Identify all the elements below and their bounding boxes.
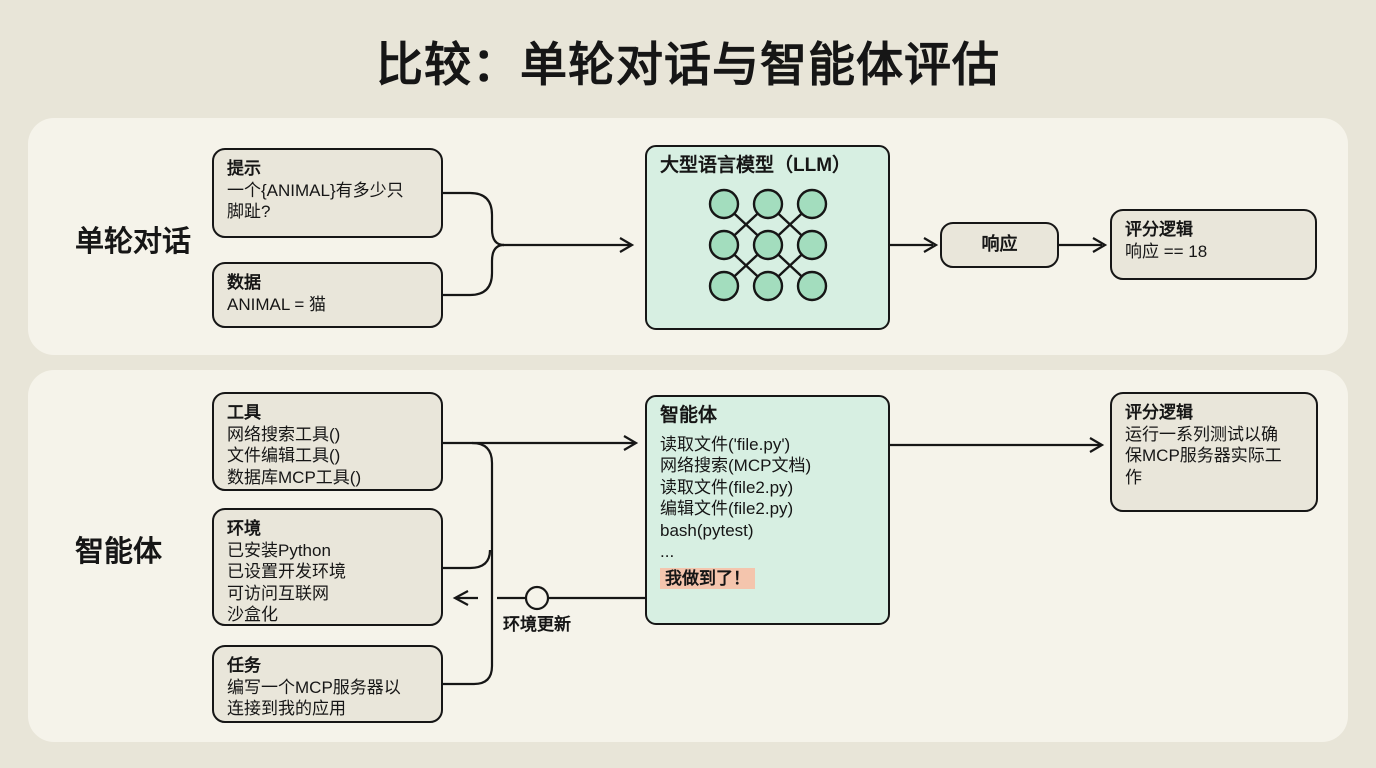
env-update-label: 环境更新 [503, 615, 571, 634]
tools-box-line: 数据库MCP工具() [227, 467, 362, 487]
scoring-box-title: 评分逻辑 [1125, 220, 1193, 239]
prompt-box-line: 一个{ANIMAL}有多少只 [227, 180, 404, 200]
data-box: 数据 ANIMAL = 猫 [212, 262, 443, 328]
task-box-title: 任务 [227, 656, 261, 675]
llm-box-title: 大型语言模型（LLM） [660, 155, 852, 176]
agent-action-line: 读取文件(file2.py) [660, 477, 794, 497]
agent-row-label: 智能体 [75, 536, 163, 568]
page-title: 比较：单轮对话与智能体评估 [376, 38, 1000, 91]
task-box-line: 编写一个MCP服务器以 [227, 677, 401, 697]
agent-action-line: 读取文件('file.py') [660, 434, 791, 454]
single-turn-row-label: 单轮对话 [75, 226, 192, 258]
prompt-box: 提示 一个{ANIMAL}有多少只 脚趾? [212, 148, 443, 238]
environment-box-title: 环境 [227, 519, 261, 538]
agent-box: 智能体 读取文件('file.py') 网络搜索(MCP文档) 读取文件(fil… [645, 395, 890, 625]
neural-network-icon [708, 188, 827, 301]
environment-box-line: 沙盒化 [227, 605, 278, 624]
agent-action-line: 网络搜索(MCP文档) [660, 456, 812, 475]
agent-action-line: bash(pytest) [660, 520, 754, 540]
agent-action-line: 编辑文件(file2.py) [660, 499, 794, 518]
scoring-box-line: 运行一系列测试以确 [1125, 424, 1278, 444]
prompt-box-title: 提示 [227, 159, 261, 178]
response-box: 响应 [940, 222, 1059, 268]
tools-box-title: 工具 [227, 403, 261, 422]
tools-box: 工具 网络搜索工具() 文件编辑工具() 数据库MCP工具() [212, 392, 443, 491]
agent-box-title: 智能体 [660, 405, 718, 426]
environment-box-line: 已设置开发环境 [227, 562, 346, 581]
prompt-box-line: 脚趾? [227, 202, 271, 221]
scoring-box-line: 保MCP服务器实际工 [1125, 446, 1282, 465]
tools-box-line: 网络搜索工具() [227, 424, 341, 444]
scoring-box-agent: 评分逻辑 运行一系列测试以确 保MCP服务器实际工 作 [1110, 392, 1318, 512]
scoring-box-title: 评分逻辑 [1125, 403, 1193, 422]
environment-box-line: 可访问互联网 [227, 583, 329, 603]
scoring-box-line: 作 [1125, 467, 1142, 487]
data-box-title: 数据 [227, 273, 261, 292]
llm-box: 大型语言模型（LLM） [645, 145, 890, 330]
scoring-box-line: 响应 == 18 [1125, 241, 1208, 261]
response-box-label: 响应 [981, 234, 1018, 255]
data-box-line: ANIMAL = 猫 [227, 294, 327, 314]
scoring-box-single-turn: 评分逻辑 响应 == 18 [1110, 209, 1317, 280]
tools-box-line: 文件编辑工具() [227, 446, 341, 465]
task-box: 任务 编写一个MCP服务器以 连接到我的应用 [212, 645, 443, 723]
agent-success-highlight: 我做到了！ [660, 567, 755, 589]
environment-box-line: 已安装Python [227, 540, 331, 560]
task-box-line: 连接到我的应用 [227, 699, 346, 718]
agent-action-line: ... [660, 542, 675, 561]
environment-box: 环境 已安装Python 已设置开发环境 可访问互联网 沙盒化 [212, 508, 443, 626]
